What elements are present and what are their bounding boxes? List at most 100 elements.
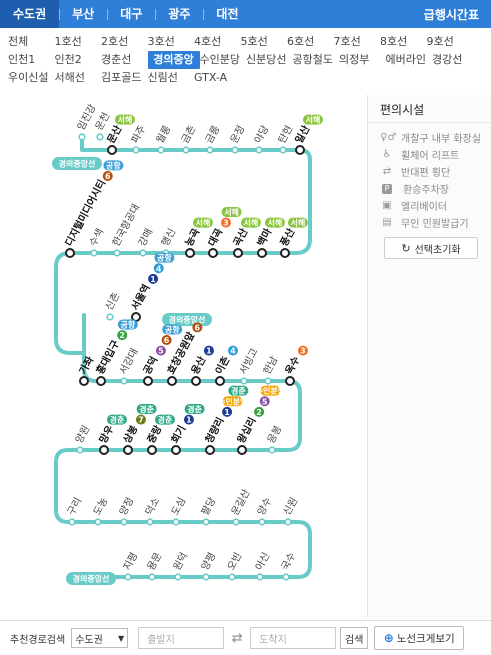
line-item-gyeonggang[interactable]: 경강선	[432, 53, 463, 66]
line-item-incheon1[interactable]: 인천1	[8, 53, 36, 66]
station-dot	[282, 573, 290, 581]
line-item-9[interactable]: 9호선	[426, 35, 454, 48]
line-name-pill-label: 경의중앙선	[169, 315, 206, 325]
station-label: 망우	[96, 423, 116, 445]
line-item-gyeongchun[interactable]: 경춘선	[101, 53, 132, 66]
station-dot	[143, 376, 153, 386]
station[interactable]: 한국항공대	[110, 202, 142, 257]
station-dot	[280, 248, 290, 258]
destination-input[interactable]: 도착지	[250, 627, 337, 649]
transfer-badge	[117, 319, 138, 330]
station-dot	[191, 376, 201, 386]
facility-kiosk[interactable]: ▤ 무인 민원발급기	[368, 214, 491, 231]
line-item-8[interactable]: 8호선	[380, 35, 408, 48]
line-item-1[interactable]: 1호선	[54, 35, 82, 48]
region-select[interactable]: 수도권 ▼	[71, 628, 129, 648]
line-item-gyeongui-jungang[interactable]: 경의중앙	[147, 51, 200, 69]
origin-input[interactable]: 출발지	[138, 627, 225, 649]
station[interactable]: 옥수3	[283, 345, 308, 386]
transfer-badge-label: 서해	[268, 218, 283, 228]
region-tab-seoul[interactable]: 수도권	[0, 0, 60, 28]
station[interactable]: 서강대	[117, 346, 141, 385]
region-tab-gwangju[interactable]: 광주	[155, 0, 203, 28]
line-item-5[interactable]: 5호선	[240, 35, 268, 48]
line-name-pill: 경의중앙선	[162, 313, 212, 326]
station-label: 능곡	[183, 227, 202, 249]
reset-selection-button[interactable]: ↻ 선택초기화	[384, 237, 478, 259]
station-dot	[99, 445, 109, 455]
zoom-map-button[interactable]: ⊕ 노선크게보기	[374, 626, 465, 650]
region-tab-busan[interactable]: 부산	[59, 0, 107, 28]
facility-elevator[interactable]: ▣ 엘리베이터	[368, 197, 491, 214]
transfer-badge-label: 경춘	[187, 404, 202, 414]
transfer-badge-label: 1	[206, 347, 212, 356]
transfer-badge-label: 3	[300, 347, 306, 356]
station-label: 야당	[252, 124, 271, 146]
facility-wheelchair-lift[interactable]: ♿ 휠체어 리프트	[368, 146, 491, 163]
station-dot	[106, 313, 114, 321]
facility-toilet[interactable]: ♀♂ 개찰구 내부 화장실	[368, 129, 491, 146]
route-search-bar: 추천경로검색 수도권 ▼ 출발지 ⇄ 도착지 검색 ⊕ 노선크게보기	[0, 620, 491, 655]
transfer-badge-label: 4	[156, 264, 162, 273]
transfer-badge-label: 공항	[157, 253, 172, 263]
station-label: 도심	[169, 496, 188, 518]
station-label: 덕소	[143, 496, 162, 518]
station-dot	[96, 133, 104, 141]
station[interactable]: 운길산	[228, 487, 253, 526]
line-item-incheon2[interactable]: 인천2	[54, 53, 82, 66]
line-item-airport[interactable]: 공항철도	[292, 53, 333, 66]
search-button[interactable]: 검색	[340, 627, 369, 649]
line-item-uijeongbu[interactable]: 의정부	[339, 53, 370, 66]
line-item-all[interactable]: 전체	[8, 35, 29, 48]
line-item-7[interactable]: 7호선	[333, 35, 361, 48]
facilities-title: 편의시설	[368, 95, 491, 123]
facilities-panel: 편의시설 ♀♂ 개찰구 내부 화장실 ♿ 휠체어 리프트 ⇄ 반대편 횡단 P …	[367, 95, 491, 617]
transfer-badge-label: 5	[262, 397, 268, 406]
line-item-ui-sinseol[interactable]: 우이신설	[8, 71, 49, 84]
express-timetable-link[interactable]: 급행시간표	[423, 7, 479, 22]
station-label: 탄현	[276, 124, 295, 146]
station[interactable]: 임진강	[74, 102, 99, 141]
line-item-4[interactable]: 4호선	[194, 35, 222, 48]
transfer-badge-label: 공항	[106, 160, 121, 170]
transfer-badge	[135, 414, 146, 425]
transfer-badge	[264, 217, 285, 228]
facility-label: 엘리베이터	[401, 202, 447, 213]
line-item-sinbundang[interactable]: 신분당선	[246, 53, 287, 66]
line-item-suin-bundang[interactable]: 수인분당	[199, 53, 240, 66]
station-dot	[79, 376, 89, 386]
facility-parking[interactable]: P 환승주차장	[368, 180, 491, 197]
transfer-badge	[240, 217, 261, 228]
line-item-gtx-a[interactable]: GTX-A	[194, 71, 228, 84]
line-item-gimpo-gold[interactable]: 김포골드	[101, 71, 142, 84]
line-item-6[interactable]: 6호선	[287, 35, 315, 48]
station[interactable]: 신촌	[103, 291, 122, 321]
station-dot	[157, 146, 165, 154]
station-dot	[94, 518, 102, 526]
swap-icon[interactable]: ⇄	[231, 630, 243, 646]
transfer-badge	[302, 114, 323, 125]
region-tab-daegu[interactable]: 대구	[107, 0, 155, 28]
station-dot	[124, 573, 132, 581]
station-dot	[257, 248, 267, 258]
station-dot	[90, 249, 98, 257]
station-dot	[202, 518, 210, 526]
line-item-everline[interactable]: 에버라인	[385, 53, 426, 66]
region-tab-daejeon[interactable]: 대전	[203, 0, 251, 28]
station-dot	[147, 445, 157, 455]
line-item-seohae[interactable]: 서해선	[54, 71, 85, 84]
line-item-2[interactable]: 2호선	[101, 35, 129, 48]
station[interactable]: 서빙고	[237, 346, 261, 385]
station-label: 가좌	[76, 353, 96, 376]
line-item-sillim[interactable]: 신림선	[147, 71, 178, 84]
line-item-3[interactable]: 3호선	[147, 35, 175, 48]
station-label: 중랑	[145, 423, 165, 446]
station-label: 지평	[121, 551, 140, 573]
facility-opposite-crossing[interactable]: ⇄ 반대편 횡단	[368, 163, 491, 180]
